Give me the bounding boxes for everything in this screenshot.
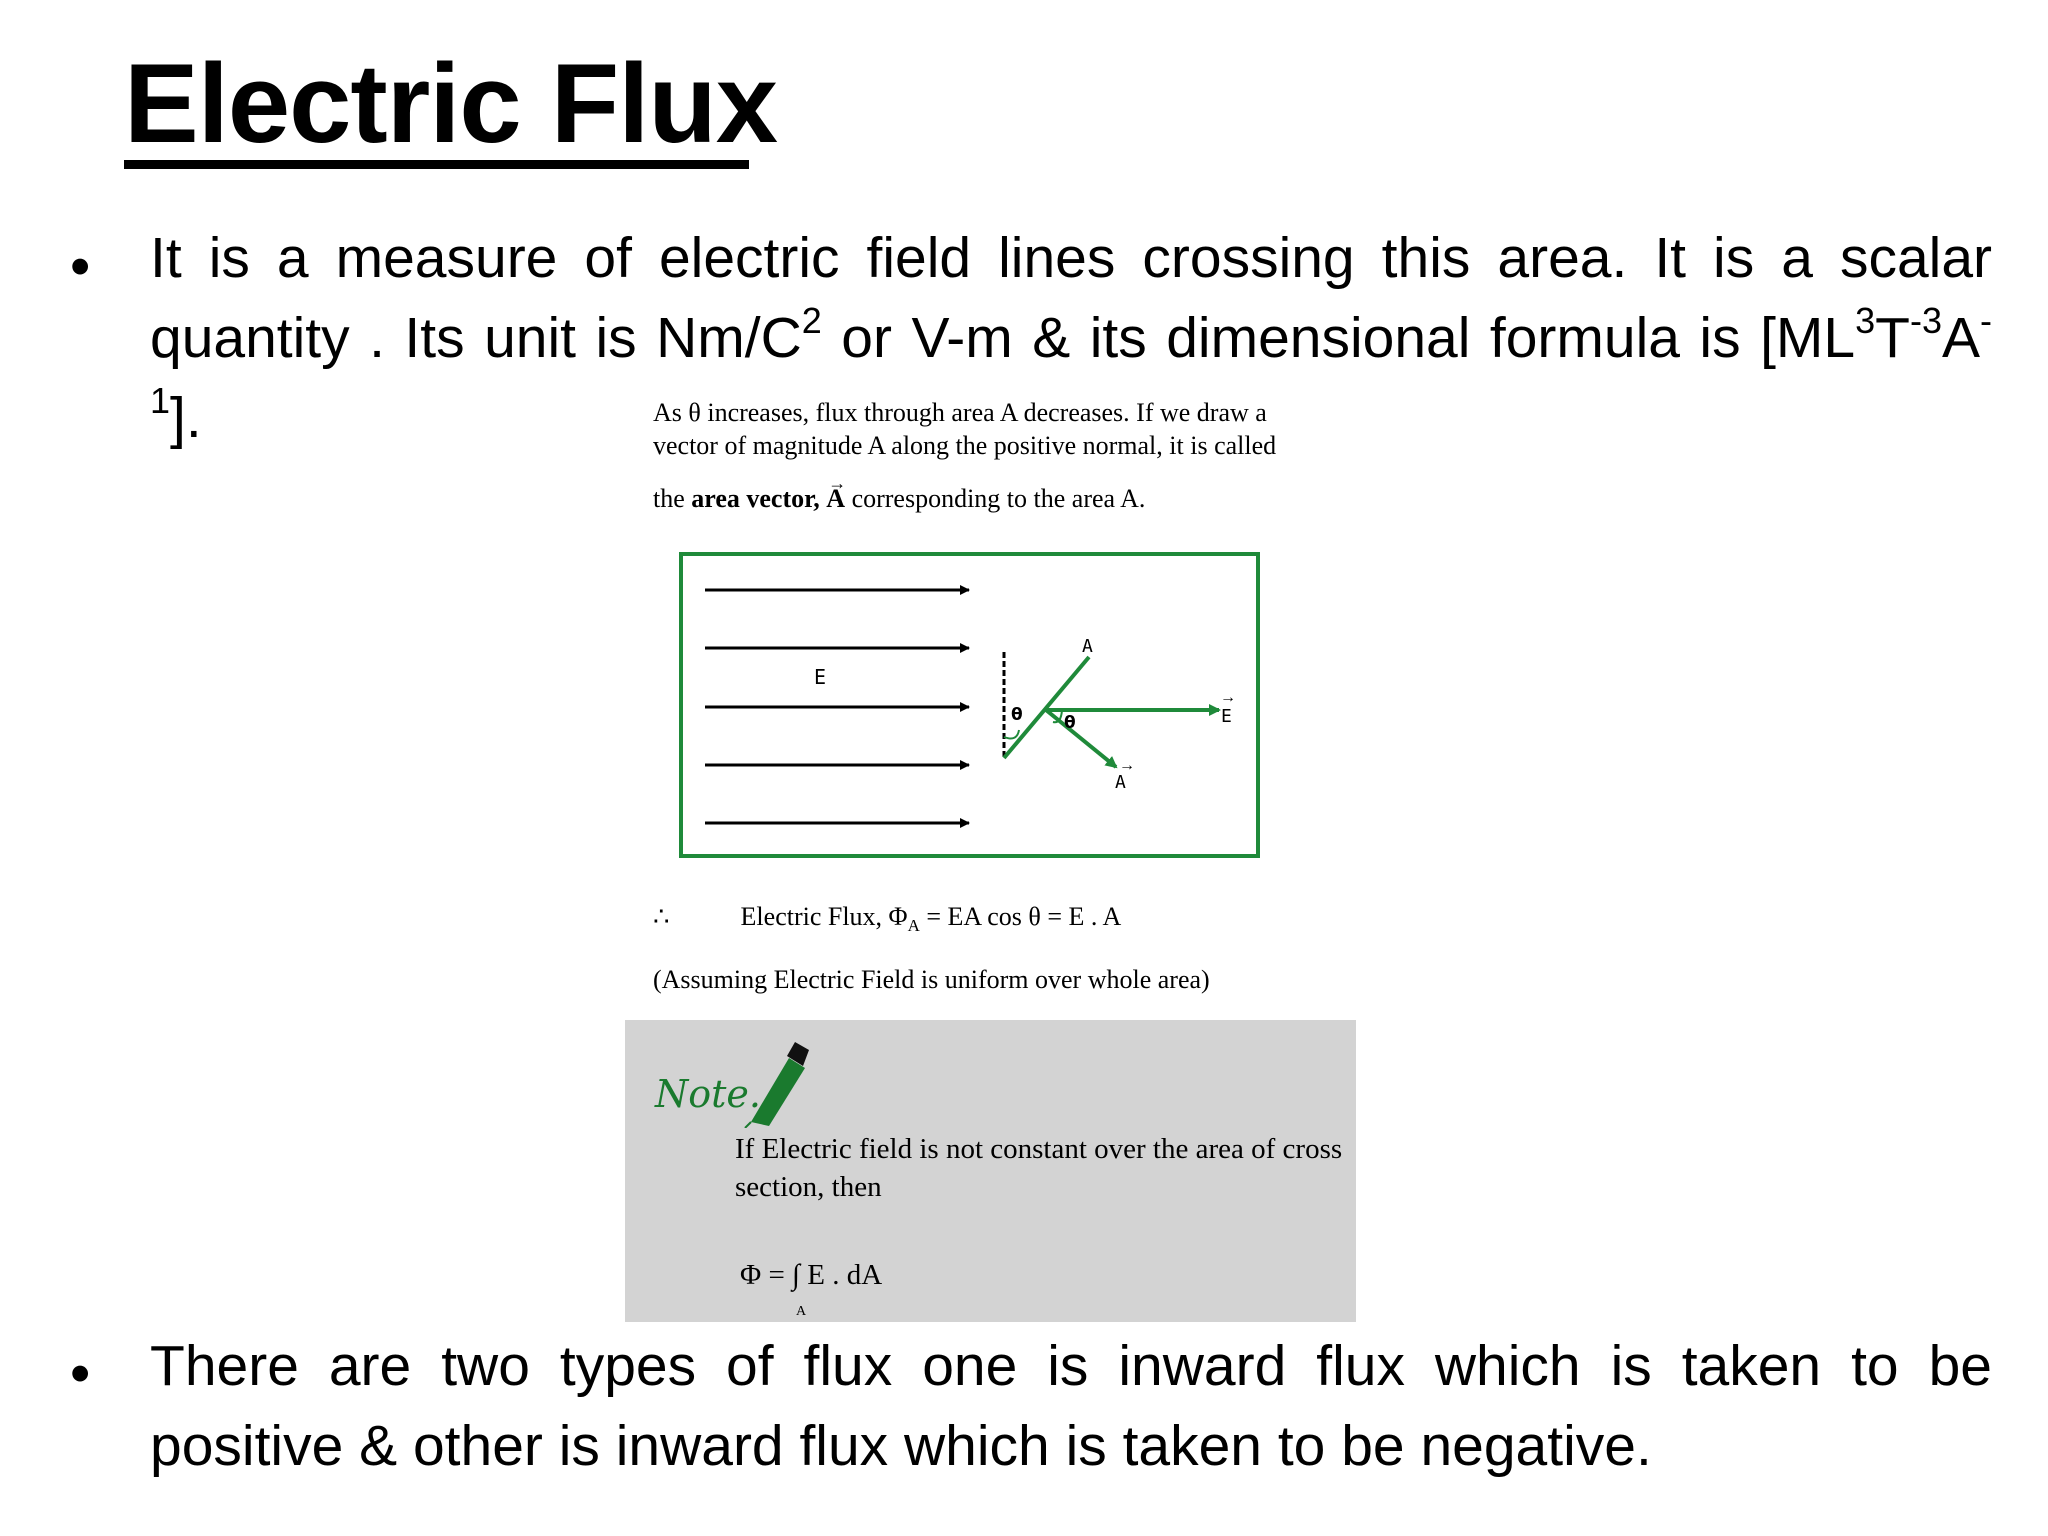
flux-formula: ∴ Electric Flux, ΦA = EA cos θ = E . A	[653, 900, 1121, 943]
therefore-symbol: ∴	[653, 902, 670, 931]
pen-icon	[744, 1042, 809, 1128]
integral-formula: Φ = ∫ E . dA	[740, 1259, 883, 1291]
figure-caption-line: the area vector, →A corresponding to the…	[653, 473, 1146, 516]
vector-arrow-icon: →	[1220, 689, 1236, 706]
formula-subscript: A	[907, 916, 920, 936]
flux-diagram: E A E → A → θ θ	[679, 552, 1260, 858]
figure-caption-line: vector of magnitude A along the positive…	[653, 431, 1277, 460]
vector-a	[1044, 708, 1118, 769]
superscript: -1	[150, 300, 1992, 421]
vector-arrow-icon: →	[1119, 757, 1135, 774]
note-text: If Electric field is not constant over t…	[735, 1133, 1343, 1165]
title-underline	[124, 160, 749, 169]
integral-subscript: A	[796, 1304, 807, 1319]
formula-text: = EA cos θ = E . A	[919, 902, 1122, 931]
bullet-1-part: T	[1875, 306, 1910, 370]
assumption-text: (Assuming Electric Field is uniform over…	[653, 965, 1210, 994]
diagram-border	[679, 552, 1260, 858]
note-text: section, then	[735, 1171, 882, 1203]
formula-text: Electric Flux, Φ	[740, 902, 908, 931]
angle-label: θ	[1011, 705, 1023, 725]
superscript: 3	[1855, 300, 1876, 341]
bullet-1-text: It is a measure of electric field lines …	[150, 218, 1992, 458]
caption-bold: area vector,	[691, 484, 820, 513]
slide-title: Electric Flux	[124, 41, 778, 166]
plane-label: A	[1082, 636, 1093, 657]
field-label: E	[814, 665, 826, 689]
bullet-1-part: It is a measure of electric field lines …	[150, 226, 1992, 370]
vector-e-label: E	[1221, 706, 1232, 727]
caption-text: the	[653, 484, 692, 513]
bullet-1-part: ].	[170, 386, 202, 450]
area-vector-symbol: →A	[826, 473, 847, 513]
angle-arc	[1052, 709, 1063, 724]
area-plane	[1002, 655, 1091, 760]
note-label: Note..	[655, 1072, 774, 1116]
field-lines	[705, 585, 970, 828]
superscript: -3	[1909, 300, 1942, 341]
bullet-2-text: There are two types of flux one is inwar…	[150, 1334, 1992, 1478]
note-box: Note.. If Electric field is not constant…	[625, 1020, 1356, 1322]
angle-label: θ	[1064, 713, 1076, 733]
bullet-marker: •	[70, 234, 91, 299]
superscript: 2	[801, 300, 822, 341]
angle-arc	[1003, 729, 1020, 740]
caption-text: corresponding to the area A.	[845, 484, 1146, 513]
bullet-1-part: A	[1941, 306, 1980, 370]
bullet-1-part: or V-m & its dimensional formula is [ML	[821, 306, 1856, 370]
bullet-marker: •	[70, 1341, 91, 1406]
vector-a-label: A	[1115, 772, 1126, 793]
figure-caption-line: As θ increases, flux through area A decr…	[653, 398, 1267, 427]
